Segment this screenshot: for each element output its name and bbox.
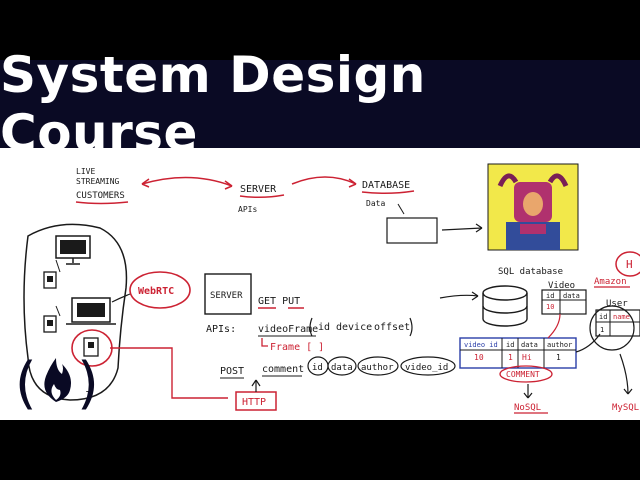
svg-text:author: author <box>547 341 572 349</box>
comment-table-label: COMMENT <box>506 370 540 379</box>
param-id: id <box>318 322 330 333</box>
h-label: H <box>626 258 633 271</box>
device-icon <box>83 337 99 357</box>
param-offset: offset <box>374 322 410 333</box>
user-table-title: User <box>606 299 628 309</box>
system-diagram: LIVE STREAMING CUSTOMERS SERVER APIs DAT… <box>23 163 640 414</box>
arrow-server-database <box>291 176 357 185</box>
whiteboard: LIVE STREAMING CUSTOMERS SERVER APIs DAT… <box>0 148 640 420</box>
svg-text:id: id <box>506 341 514 349</box>
bottom-letterbox <box>0 420 640 480</box>
svg-text:1: 1 <box>508 353 513 362</box>
param-device: device <box>336 322 372 333</box>
database-cylinder-icon <box>482 285 528 327</box>
link-comment-to-video <box>547 313 561 339</box>
amazon-label: Amazon <box>594 277 627 287</box>
param-data-circle <box>327 356 357 376</box>
svg-text:1: 1 <box>556 353 561 362</box>
streaming-label: STREAMING <box>76 177 120 186</box>
comment-circle <box>499 365 553 383</box>
svg-text:1: 1 <box>600 326 604 334</box>
svg-text:Hi: Hi <box>522 353 532 362</box>
server-top-label: SERVER <box>240 184 277 195</box>
svg-text:data: data <box>563 292 580 300</box>
comment-param-id: id <box>312 363 323 373</box>
video-table <box>541 289 587 315</box>
svg-text:10: 10 <box>546 303 554 311</box>
laptop-icon <box>66 297 116 325</box>
svg-text:name: name <box>613 313 630 321</box>
data-label: Data <box>366 199 385 208</box>
user-circle <box>589 305 635 351</box>
frame-label: Frame [ ] <box>270 342 324 353</box>
http-label: HTTP <box>242 397 266 408</box>
apis-top-label: APIs <box>238 205 257 214</box>
svg-text:10: 10 <box>474 353 484 362</box>
comic-character-image <box>487 163 579 251</box>
svg-text:): ) <box>72 351 104 416</box>
arrow-to-image <box>441 227 483 231</box>
comment-param-author: author <box>361 363 394 373</box>
param-videoid-circle <box>400 356 456 376</box>
live-label: LIVE <box>76 167 95 176</box>
tablet-icon <box>43 305 61 333</box>
arrow-customers-server <box>141 176 233 187</box>
video-table-title: Video <box>548 281 575 291</box>
comment-label: comment <box>262 364 304 375</box>
webrtc-label: WebRTC <box>138 286 174 297</box>
svg-text:video id: video id <box>464 341 498 349</box>
server-underline <box>239 194 285 199</box>
nosql-label: NoSQL <box>514 403 541 413</box>
get-put-label: GET PUT <box>258 296 300 307</box>
data-store-box <box>386 217 438 244</box>
post-label: POST <box>220 366 244 377</box>
top-letterbox <box>0 0 640 60</box>
title-banner: System Design Course <box>0 46 640 162</box>
h-circle <box>615 251 640 277</box>
client-to-webrtc-line <box>111 293 131 303</box>
server-box <box>204 273 252 315</box>
sql-database-label: SQL database <box>498 267 563 277</box>
phone-icon <box>43 259 61 289</box>
svg-text:id: id <box>599 313 607 321</box>
svg-text:data: data <box>521 341 538 349</box>
user-table <box>595 309 640 337</box>
arrow-to-sql <box>439 294 479 299</box>
monitor-icon <box>55 235 91 265</box>
mysql-label: MySQL <box>612 403 639 413</box>
course-title: System Design Course <box>0 46 426 162</box>
client-to-http-line <box>110 347 228 399</box>
webrtc-circle <box>129 271 191 309</box>
svg-text:(: ( <box>8 351 42 416</box>
svg-text:id: id <box>546 292 554 300</box>
customers-label: CUSTOMERS <box>76 191 125 201</box>
apis-middle-label: APIs: <box>206 324 236 335</box>
comment-param-videoid: video_id <box>405 363 448 373</box>
database-label: DATABASE <box>362 180 410 191</box>
client-label: T <box>86 390 92 401</box>
customers-underline <box>75 201 129 205</box>
freecodecamp-logo: ( ) <box>8 351 104 416</box>
server-box-label: SERVER <box>210 291 243 301</box>
videoframe-label: videoFrame <box>258 324 318 335</box>
clients-boundary <box>23 223 128 401</box>
param-author-circle <box>357 356 399 376</box>
comment-param-data: data <box>331 363 353 373</box>
